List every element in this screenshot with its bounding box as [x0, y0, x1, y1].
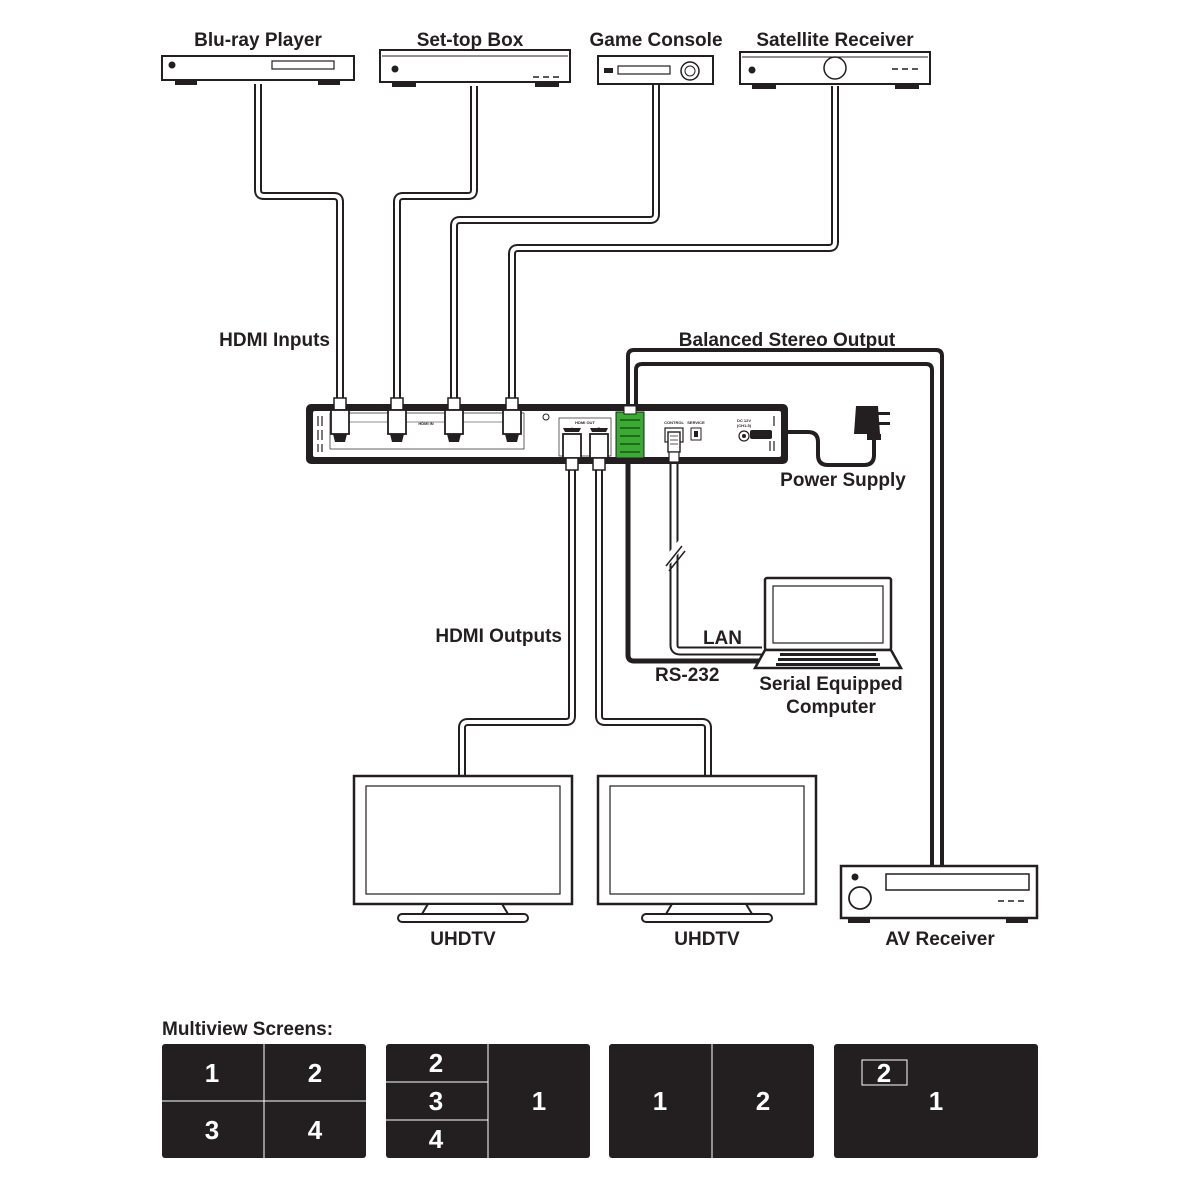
- panel-control-label: CONTROL: [664, 420, 684, 425]
- hdmi-input-connectors: [330, 397, 522, 442]
- pip-window-2: 2: [877, 1058, 891, 1088]
- cable-set-top-box: [393, 86, 478, 405]
- side-window-4: 4: [429, 1124, 444, 1154]
- label-hdmi-outputs: HDMI Outputs: [435, 626, 562, 647]
- hdmi-out-connector-a: [562, 428, 582, 471]
- hdmi-connector-1: [330, 397, 350, 442]
- quad-window-1: 1: [205, 1058, 219, 1088]
- cable-blu-ray: [254, 84, 344, 405]
- av-receiver: [839, 864, 1039, 923]
- rs232-cable: [625, 455, 760, 664]
- label-lan: LAN: [703, 628, 742, 649]
- label-rs232: RS-232: [655, 665, 719, 686]
- multiview-split: 1 2: [609, 1044, 814, 1158]
- label-computer-line1: Serial Equipped: [759, 674, 903, 695]
- power-cable: [772, 430, 876, 467]
- hdmi-output-cables: [458, 470, 712, 776]
- laptop-keyboard: [776, 653, 880, 666]
- hdmi-out-connector-b: [589, 428, 609, 471]
- panel-service-label: SERVICE: [687, 420, 705, 425]
- multiview-side: 2 3 4 1: [386, 1044, 590, 1158]
- lan-cable: [660, 460, 762, 656]
- uhdtv-b: [596, 774, 818, 923]
- cable-output-b: [595, 470, 712, 776]
- set-top-box: [379, 49, 571, 87]
- multiview-pip: 2 1: [834, 1044, 1038, 1158]
- cable-break-mark: [665, 545, 686, 572]
- label-blu-ray-player: Blu-ray Player: [194, 30, 322, 51]
- side-window-2: 2: [429, 1048, 443, 1078]
- uhdtv-a: [352, 774, 574, 923]
- multiview-quad: 1 2 3 4: [162, 1044, 366, 1158]
- satellite-receiver: [739, 51, 931, 89]
- blu-ray-player: [161, 55, 355, 85]
- split-window-1: 1: [653, 1086, 667, 1116]
- label-computer-line2: Computer: [786, 697, 876, 718]
- label-satellite-receiver: Satellite Receiver: [756, 30, 914, 51]
- right-vents: [769, 416, 775, 451]
- quad-window-4: 4: [308, 1115, 323, 1145]
- hdmi-connector-3: [444, 397, 464, 442]
- cable-output-a: [458, 470, 576, 776]
- multiview-title: Multiview Screens:: [162, 1019, 333, 1040]
- laptop-computer: [752, 576, 904, 670]
- lan-connector: [664, 427, 684, 463]
- panel-hdmi-in-label: HDMI IN: [418, 421, 433, 426]
- balanced-stereo-cable: [626, 348, 944, 866]
- left-vents: [317, 416, 323, 452]
- game-console: [597, 55, 714, 85]
- phoenix-terminal-block: [615, 405, 645, 459]
- label-set-top-box: Set-top Box: [417, 30, 524, 51]
- label-power-supply: Power Supply: [780, 470, 906, 491]
- side-window-1: 1: [532, 1086, 546, 1116]
- cable-satellite-receiver: [508, 86, 839, 405]
- quad-window-3: 3: [205, 1115, 219, 1145]
- split-window-2: 2: [756, 1086, 770, 1116]
- label-game-console: Game Console: [589, 30, 722, 51]
- panel-hdmi-out-label: HDMI OUT: [575, 420, 595, 425]
- hdmi-output-connectors: [562, 428, 609, 471]
- power-adapter-icon: [854, 406, 890, 440]
- label-av-receiver: AV Receiver: [885, 929, 995, 950]
- label-uhdtv-a: UHDTV: [430, 929, 496, 950]
- hdmi-connector-2: [387, 397, 407, 442]
- hdmi-connector-4: [502, 397, 522, 442]
- panel-dc-label: DC 12V: [737, 418, 751, 423]
- label-hdmi-inputs: HDMI Inputs: [219, 330, 330, 351]
- side-window-3: 3: [429, 1086, 443, 1116]
- pip-window-1: 1: [929, 1086, 943, 1116]
- quad-window-2: 2: [308, 1058, 322, 1088]
- hdmi-input-cables: [254, 84, 839, 405]
- panel-dc-sub-label: (CH1-5): [737, 423, 752, 428]
- label-uhdtv-b: UHDTV: [674, 929, 740, 950]
- multiview-switcher: HDMI IN HDMI OUT A B CONTROL SERVICE DC …: [306, 404, 788, 464]
- label-balanced-stereo-output: Balanced Stereo Output: [679, 330, 896, 351]
